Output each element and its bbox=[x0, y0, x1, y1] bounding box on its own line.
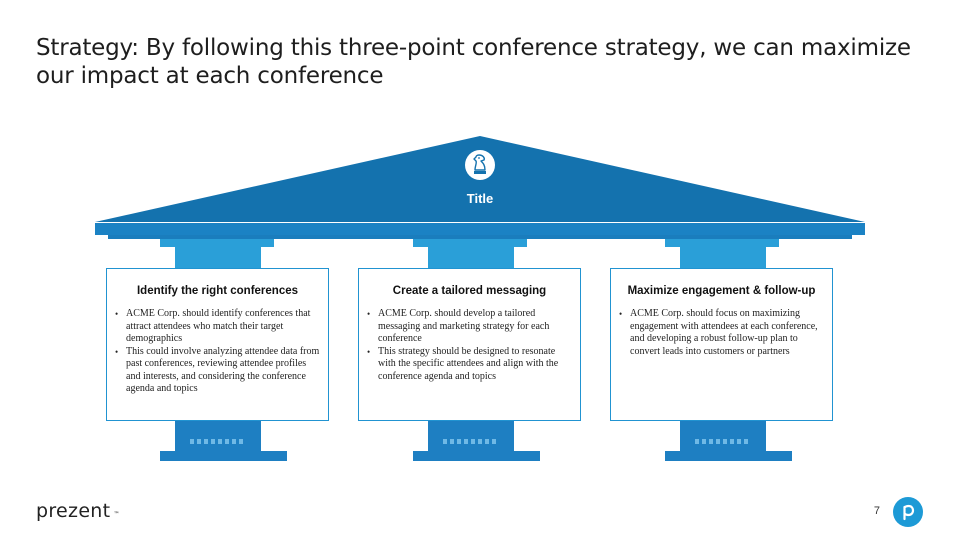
pillar-bullet-list: ACME Corp. should develop a tailored mes… bbox=[359, 308, 580, 383]
pillar-bullet-list: ACME Corp. should identify conferences t… bbox=[107, 308, 328, 396]
logo-trademark: ™ bbox=[113, 511, 120, 518]
pillar-panel-1: Identify the right conferences ACME Corp… bbox=[106, 268, 329, 421]
pillar-heading: Identify the right conferences bbox=[136, 285, 299, 297]
slide-title: Strategy: By following this three-point … bbox=[36, 35, 911, 89]
pillar-capital-3 bbox=[665, 239, 779, 268]
prezent-p-icon bbox=[893, 497, 923, 527]
list-item: This could involve analyzing attendee da… bbox=[115, 346, 322, 396]
pillar-panel-3: Maximize engagement & follow-up ACME Cor… bbox=[610, 268, 833, 421]
list-item: ACME Corp. should identify conferences t… bbox=[115, 308, 322, 346]
page-number: 7 bbox=[873, 505, 880, 517]
list-item: ACME Corp. should focus on maximizing en… bbox=[619, 308, 826, 358]
list-item: ACME Corp. should develop a tailored mes… bbox=[367, 308, 574, 346]
pillar-capital-2 bbox=[413, 239, 527, 268]
pillar-heading: Create a tailored messaging bbox=[392, 285, 547, 297]
pillar-capital-1 bbox=[160, 239, 274, 268]
temple-beam-lower bbox=[108, 235, 852, 239]
chess-knight-icon bbox=[465, 150, 495, 180]
pillar-bullet-list: ACME Corp. should focus on maximizing en… bbox=[611, 308, 832, 358]
pillar-base-2 bbox=[413, 421, 540, 461]
pillar-base-1 bbox=[160, 421, 287, 461]
pillar-panel-2: Create a tailored messaging ACME Corp. s… bbox=[358, 268, 581, 421]
roof-title: Title bbox=[466, 191, 494, 206]
list-item: This strategy should be designed to reso… bbox=[367, 346, 574, 384]
logo-text: prezent bbox=[36, 500, 111, 522]
pillar-heading: Maximize engagement & follow-up bbox=[627, 285, 816, 297]
temple-beam bbox=[95, 223, 865, 235]
pillar-base-3 bbox=[665, 421, 792, 461]
